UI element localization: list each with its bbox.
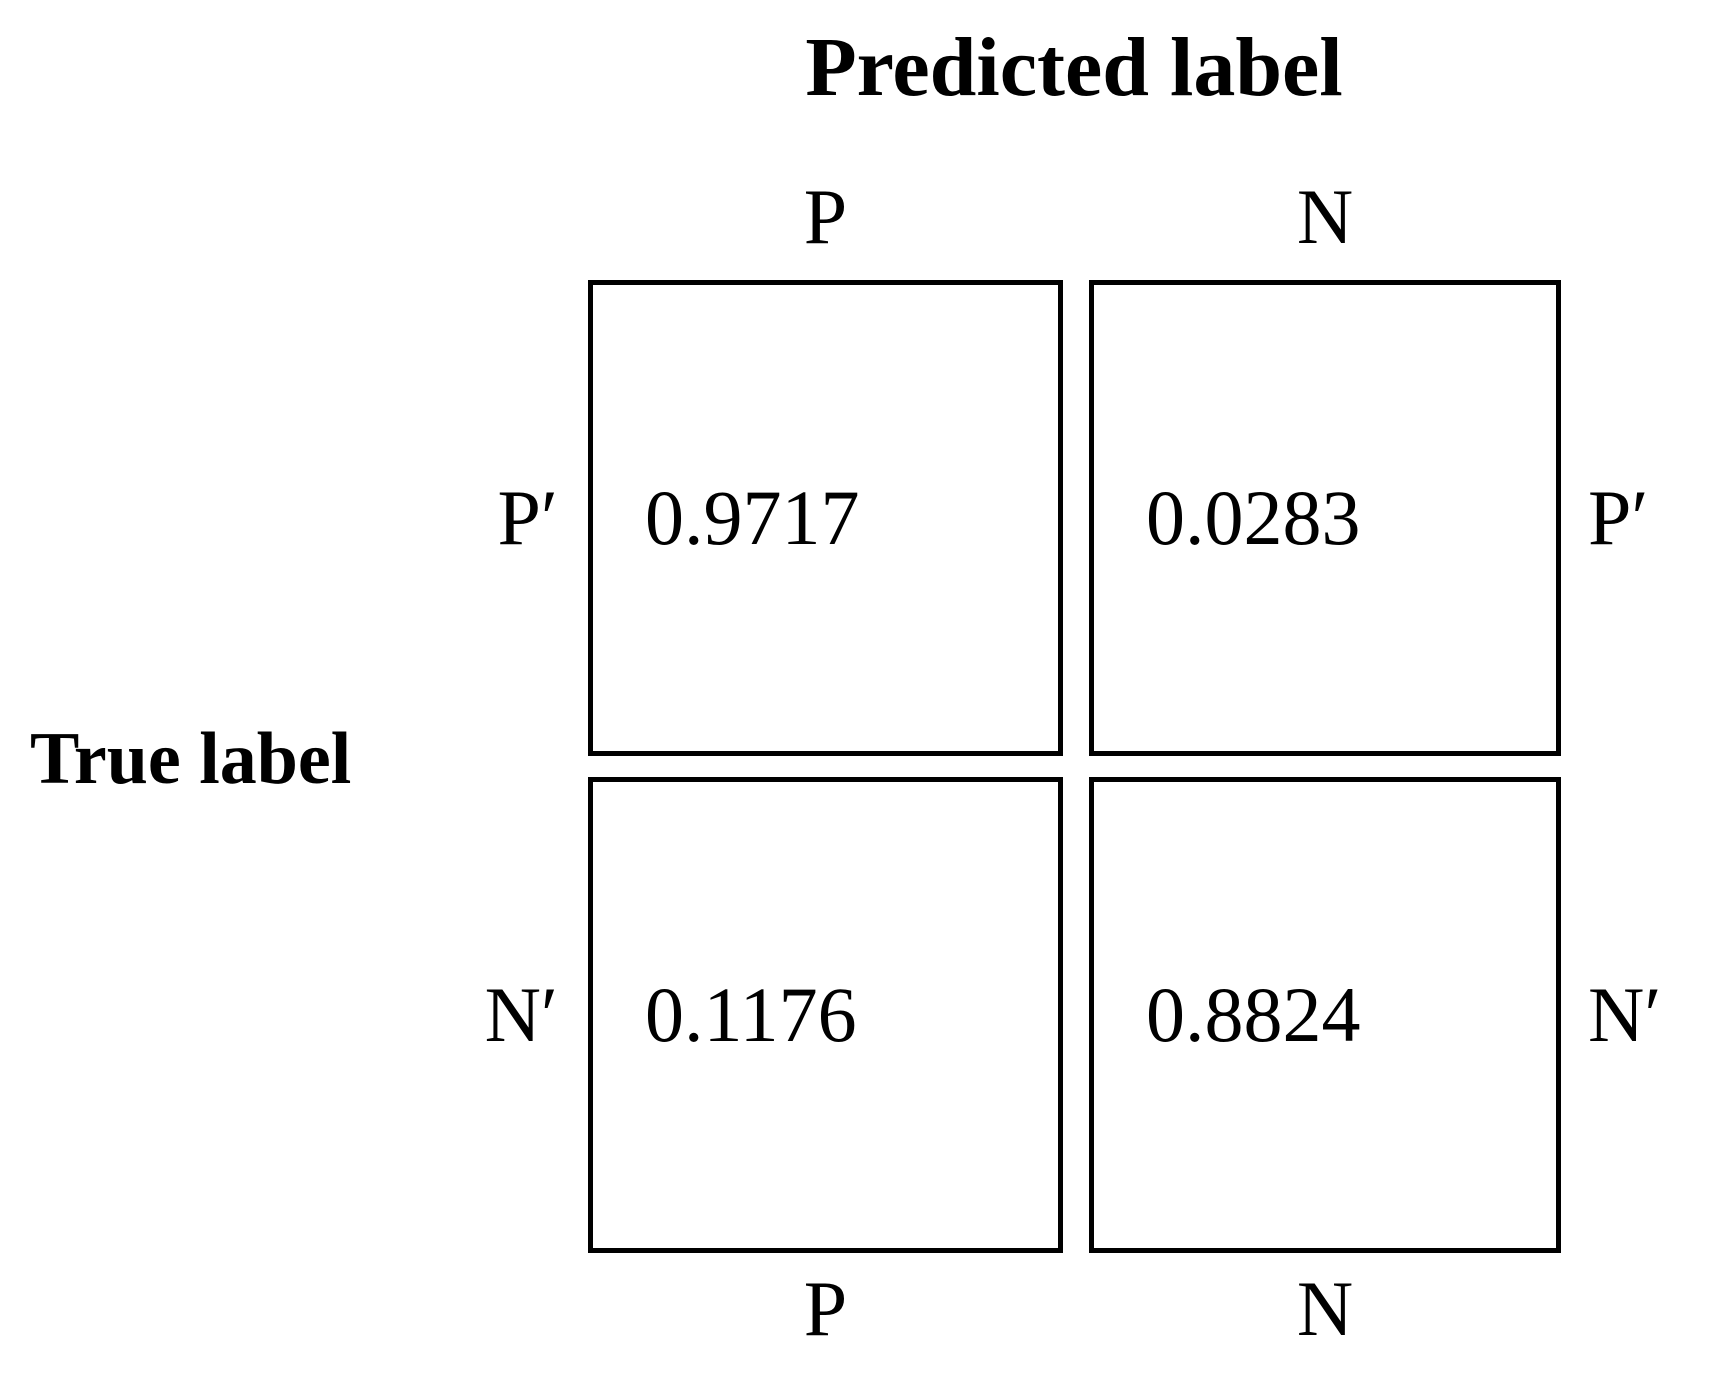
cell-true-n-pred-p: 0.1176	[588, 777, 1063, 1253]
column-label-bottom-p: P	[803, 1265, 848, 1352]
true-label-title: True label	[30, 718, 352, 800]
cell-value: 0.8824	[1146, 971, 1361, 1058]
row-label-left-n-prime: N′	[484, 971, 558, 1058]
cell-true-n-pred-n: 0.8824	[1089, 777, 1561, 1253]
cell-true-p-pred-n: 0.0283	[1089, 280, 1561, 756]
cell-value: 0.1176	[645, 971, 857, 1058]
row-label-left-p-prime: P′	[497, 474, 558, 561]
row-label-right-p-prime: P′	[1588, 474, 1649, 561]
row-label-right-n-prime: N′	[1588, 971, 1662, 1058]
column-label-bottom-n: N	[1296, 1265, 1354, 1352]
cell-value: 0.9717	[645, 474, 860, 561]
cell-true-p-pred-p: 0.9717	[588, 280, 1063, 756]
cell-value: 0.0283	[1146, 474, 1361, 561]
predicted-label-title: Predicted label	[805, 21, 1343, 114]
column-label-top-n: N	[1296, 173, 1354, 260]
column-label-top-p: P	[803, 173, 848, 260]
